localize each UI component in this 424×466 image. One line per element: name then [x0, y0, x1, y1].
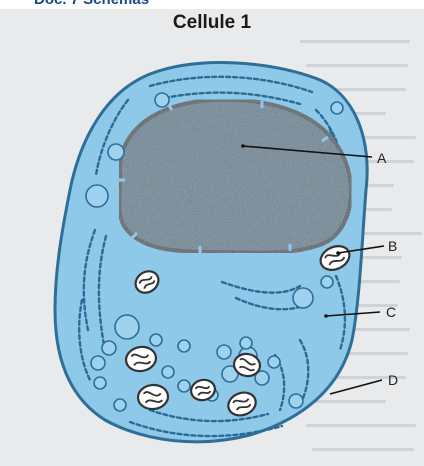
label-a: A [377, 150, 387, 166]
nucleus [119, 100, 351, 253]
leader-line-d [330, 380, 382, 394]
label-b: B [388, 238, 397, 254]
label-c: C [386, 304, 396, 320]
label-d: D [388, 372, 398, 388]
